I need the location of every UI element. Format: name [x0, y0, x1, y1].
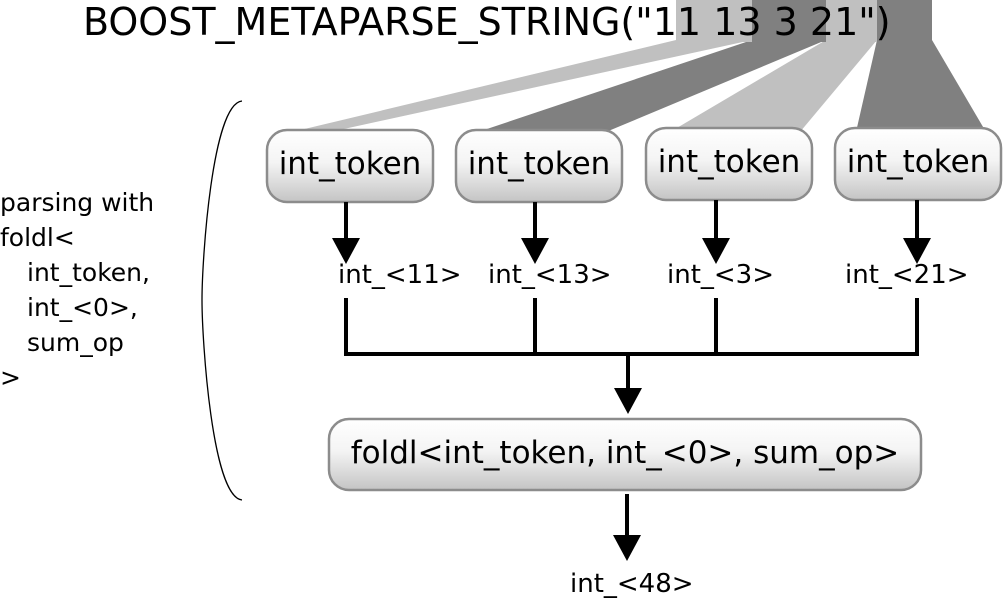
side-label-line-1: parsing with [0, 188, 154, 217]
band-segment-2 [478, 40, 826, 132]
merge-connector [344, 298, 919, 390]
side-label-line-2: foldl< [0, 223, 75, 252]
header-string: BOOST_METAPARSE_STRING("11 13 3 21") [83, 0, 891, 44]
header-prefix: BOOST_METAPARSE_STRING(" [83, 0, 653, 44]
brace [201, 100, 243, 501]
foldl-box-label: foldl<int_token, int_<0>, sum_op> [351, 435, 899, 471]
side-label-line-3: int_token, [27, 258, 150, 287]
segment-highlight-2 [752, 0, 826, 42]
token-box-1-shape [265, 128, 435, 204]
token-box-3-shape [644, 126, 814, 202]
token-arrows [332, 200, 931, 264]
segment-highlights [676, 0, 932, 42]
header-segment-3: 3 [774, 0, 810, 44]
side-label-line-6: > [0, 363, 21, 392]
final-arrowhead [613, 535, 641, 561]
token-result-2: int_<13> [488, 260, 612, 290]
token-box-1: int_token [265, 128, 435, 204]
token-result-3: int_<3> [667, 260, 774, 290]
token-arrow-4 [903, 200, 931, 264]
segment-highlight-4 [877, 0, 932, 42]
segment-bands [292, 40, 986, 132]
token-arrow-2 [521, 202, 549, 264]
header-suffix: ") [858, 0, 890, 44]
side-label-line-5: sum_op [27, 328, 124, 357]
band-segment-3 [670, 40, 877, 132]
band-segment-1 [292, 40, 752, 132]
token-box-1-label: int_token [279, 146, 422, 182]
token-box-2-shape [454, 128, 624, 204]
side-label-line-4: int_<0>, [27, 293, 138, 322]
token-box-2-label: int_token [468, 146, 611, 182]
token-box-3: int_token [644, 126, 814, 202]
band-segment-4 [856, 40, 986, 132]
header-segment-1: 11 [653, 0, 713, 44]
foldl-box: foldl<int_token, int_<0>, sum_op> [327, 417, 923, 492]
header-segment-4: 21 [810, 0, 858, 44]
final-result: int_<48> [570, 569, 694, 599]
token-arrow-1 [332, 202, 360, 264]
header-segment-2: 13 [713, 0, 773, 44]
token-box-4-label: int_token [847, 144, 990, 180]
token-result-4: int_<21> [845, 260, 969, 290]
side-label: parsing with foldl< int_token, int_<0>, … [0, 188, 154, 392]
foldl-box-shape [327, 417, 923, 492]
token-box-3-label: int_token [658, 144, 801, 180]
token-arrow-3 [702, 200, 730, 264]
token-result-1: int_<11> [338, 260, 462, 290]
token-box-2: int_token [454, 128, 624, 204]
merge-arrowhead [614, 388, 642, 414]
token-box-4: int_token [833, 126, 1003, 202]
segment-highlight-1 [676, 0, 752, 42]
segment-highlight-3 [826, 0, 877, 42]
